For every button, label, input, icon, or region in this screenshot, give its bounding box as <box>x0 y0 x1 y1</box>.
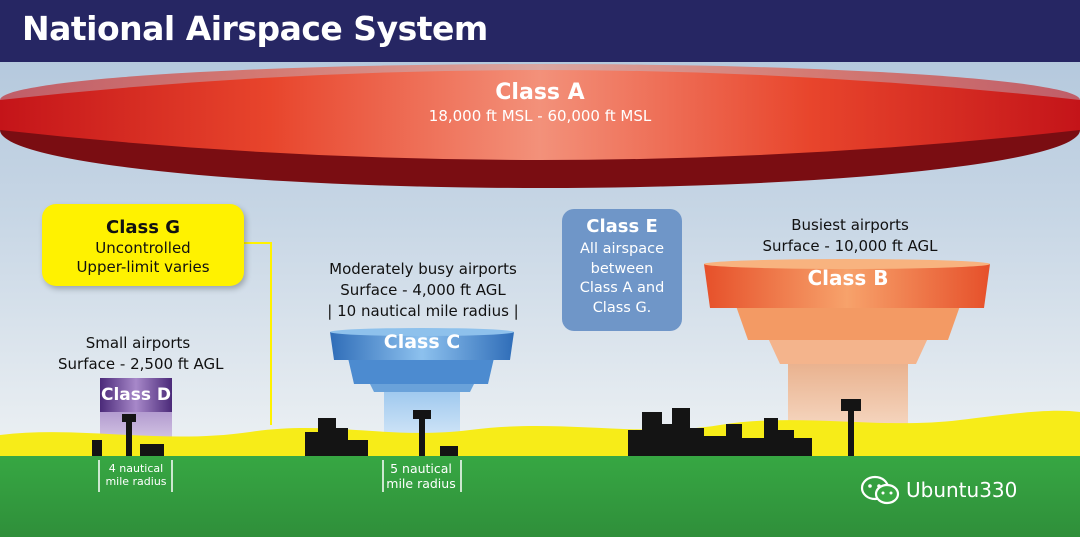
page-title: National Airspace System <box>22 9 488 48</box>
class-e-line: between <box>590 260 654 277</box>
class-a-disc <box>0 64 1080 188</box>
class-d-desc-line: Small airports <box>85 334 191 352</box>
class-g-line2: Upper-limit varies <box>76 258 210 276</box>
class-c-desc-line: Moderately busy airports <box>329 260 517 278</box>
class-a-range: 18,000 ft MSL - 60,000 ft MSL <box>428 107 652 125</box>
class-d-radius-line: mile radius <box>105 475 167 488</box>
class-e-box: Class E All airspace between Class A and… <box>562 209 682 331</box>
class-b-desc-line: Busiest airports <box>791 216 909 234</box>
class-d-radius-line: 4 nautical <box>108 462 164 475</box>
class-d-desc-line: Surface - 2,500 ft AGL <box>58 355 224 373</box>
class-c-title: Class C <box>383 331 461 353</box>
class-e-line: All airspace <box>580 241 664 257</box>
class-e-desc: All airspace between Class A and Class G… <box>562 240 682 318</box>
radius-brackets <box>98 460 462 492</box>
class-a-title: Class A <box>495 80 585 105</box>
class-d-desc: Small airports Surface - 2,500 ft AGL <box>58 333 224 375</box>
class-c-radius-line: mile radius <box>386 476 456 491</box>
class-d-title: Class D <box>100 385 172 405</box>
skyline <box>92 399 861 460</box>
class-b-desc-line: Surface - 10,000 ft AGL <box>762 237 938 255</box>
class-c-desc: Moderately busy airports Surface - 4,000… <box>318 259 528 322</box>
header-bar: National Airspace System <box>0 0 1080 62</box>
class-g-title: Class G <box>106 217 180 238</box>
class-b-shape <box>704 259 990 460</box>
class-c-radius: 5 nautical mile radius <box>380 461 462 491</box>
class-b-desc: Busiest airports Surface - 10,000 ft AGL <box>740 215 960 257</box>
class-c-radius-line: 5 nautical <box>390 461 452 476</box>
class-g-box: Class G Uncontrolled Upper-limit varies <box>42 204 244 286</box>
class-e-line: Class G. <box>592 299 652 316</box>
class-e-title: Class E <box>586 216 658 237</box>
wechat-icon <box>860 475 900 505</box>
class-g-connector <box>244 242 272 425</box>
watermark-text: Ubuntu330 <box>906 478 1018 502</box>
ground <box>0 456 1080 537</box>
class-d-radius: 4 nautical mile radius <box>98 462 174 488</box>
class-e-line: Class A and <box>579 280 665 296</box>
class-c-desc-line: | 10 nautical mile radius | <box>327 302 519 320</box>
class-g-line1: Uncontrolled <box>95 239 191 257</box>
class-b-title: Class B <box>807 266 889 290</box>
class-c-desc-line: Surface - 4,000 ft AGL <box>340 281 506 299</box>
